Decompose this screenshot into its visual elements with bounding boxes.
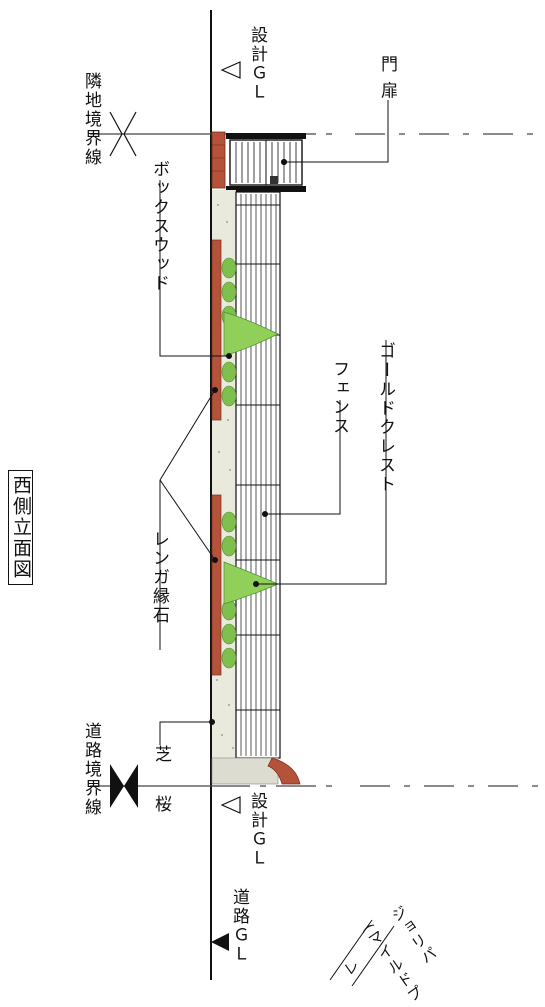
neighbor-boundary-mark: [109, 111, 137, 157]
gold-crest-trees: [223, 311, 279, 605]
design-gl-bottom-label: 設計ＧＬ: [247, 792, 267, 868]
road-gl-label: 道路ＧＬ: [229, 888, 249, 964]
boxwood-label: ボックスウッド: [149, 160, 169, 293]
cherry-label: 桜: [151, 795, 171, 814]
fence-label: フェンス: [329, 360, 349, 436]
brick-pillar: [211, 131, 226, 189]
road-boundary-label: 道路境界線: [81, 722, 101, 817]
leader-dots: [209, 159, 287, 725]
title: 西側立面図: [8, 470, 33, 585]
brick-edging-label: レンガ縁石: [149, 530, 169, 625]
brick-edging: [211, 239, 222, 676]
gate-label: 門 扉: [377, 55, 397, 101]
neighbor-boundary-label: 隣地境界線: [81, 72, 101, 167]
leader-lines: [159, 100, 389, 745]
road-boundary-mark: [110, 764, 138, 808]
fence: [235, 191, 281, 759]
lawn-area: [211, 757, 279, 785]
corner-brick: [267, 757, 301, 785]
gold-crest-label: ゴールドクレスト: [375, 342, 395, 494]
design-gl-top-mark: [220, 61, 241, 79]
design-gl-top-label: 設計ＧＬ: [247, 26, 267, 102]
design-gl-bottom-mark: [220, 796, 241, 814]
lawn-label: 芝: [151, 745, 171, 764]
west-elevation-drawing: [90, 10, 545, 986]
corner-annotation-underline: [329, 919, 395, 986]
road-gl-mark: [211, 933, 229, 951]
